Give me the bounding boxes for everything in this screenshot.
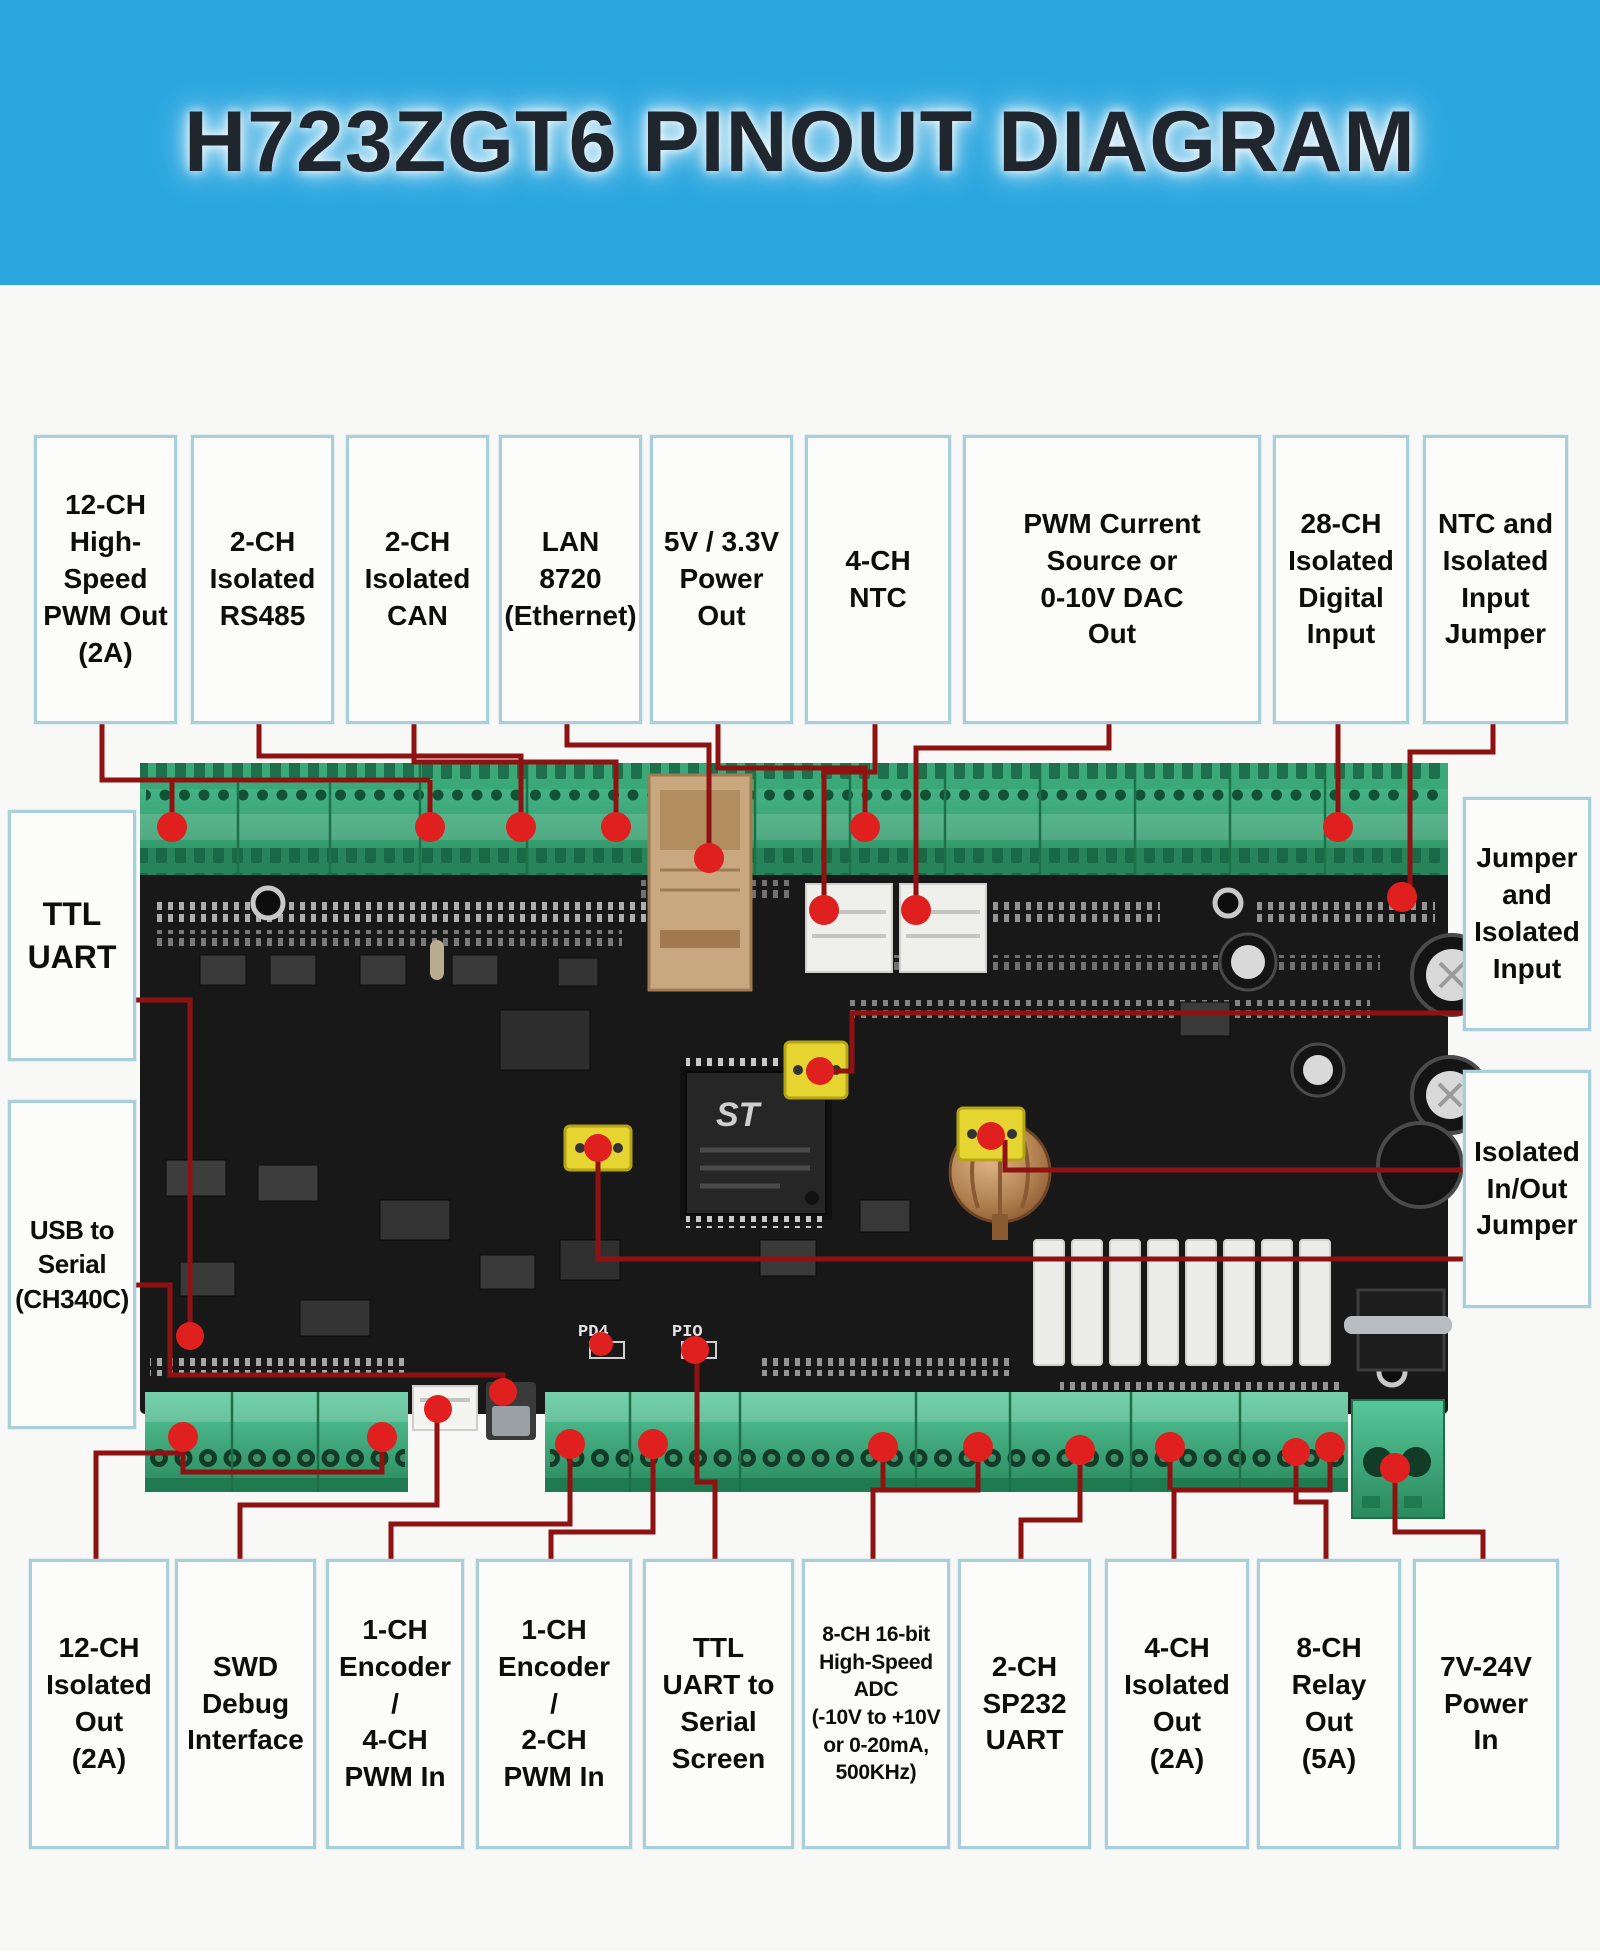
label-power-in: 7V-24V Power In (1413, 1559, 1559, 1849)
coin-battery (948, 1120, 1052, 1240)
silkscreen-labels: PD4 PIO (578, 1323, 717, 1359)
label-ntc-input-jumper: NTC and Isolated Input Jumper (1423, 435, 1568, 724)
label-usb-serial: USB to Serial (CH340C) (8, 1100, 136, 1429)
label-encoder-2pwm: 1-CH Encoder / 2-CH PWM In (476, 1559, 632, 1849)
label-pwm-dac-out: PWM Current Source or 0-10V DAC Out (963, 435, 1261, 724)
page-title: H723ZGT6 PINOUT DIAGRAM (184, 94, 1416, 190)
st-logo: ST (716, 1096, 763, 1134)
capacitors (1218, 932, 1494, 1209)
label-swd-debug: SWD Debug Interface (175, 1559, 316, 1849)
label-power-out: 5V / 3.3V Power Out (650, 435, 793, 724)
connector-lines (93, 718, 1496, 1559)
mini-usb-connector (486, 1382, 536, 1440)
label-4ch-ntc: 4-CH NTC (805, 435, 951, 724)
ethernet-jack (647, 773, 753, 992)
jumper-blocks (563, 1040, 1026, 1172)
page-header: H723ZGT6 PINOUT DIAGRAM (0, 0, 1600, 285)
yellow-jumper-c (563, 1124, 633, 1172)
label-4ch-isolated-out: 4-CH Isolated Out (2A) (1105, 1559, 1249, 1849)
white-connectors-top (805, 883, 987, 973)
silkscreen-pd4: PD4 (578, 1323, 609, 1342)
label-relay-out: 8-CH Relay Out (5A) (1257, 1559, 1401, 1849)
barrel-jack (1344, 1288, 1452, 1372)
label-can: 2-CH Isolated CAN (346, 435, 489, 724)
yellow-jumper-b (956, 1106, 1026, 1162)
label-isolated-io-jumper: Isolated In/Out Jumper (1463, 1070, 1591, 1308)
label-encoder-4pwm: 1-CH Encoder / 4-CH PWM In (326, 1559, 464, 1849)
relay-bank (1033, 1239, 1331, 1366)
top-terminal-strip (140, 763, 1448, 875)
pcb-components (150, 880, 1435, 1396)
label-12ch-pwm-out: 12-CH High- Speed PWM Out (2A) (34, 435, 177, 724)
bottom-terminal-strip (145, 1392, 1445, 1519)
stm32-chip: ST (680, 1058, 832, 1228)
yellow-jumper-a (783, 1040, 849, 1100)
white-connector-bottom (412, 1385, 478, 1431)
connection-dots (157, 812, 1417, 1483)
label-jumper-isolated-input: Jumper and Isolated Input (1463, 797, 1591, 1031)
label-ttl-uart: TTL UART (8, 810, 136, 1061)
power-terminal (1351, 1399, 1445, 1519)
label-12ch-isolated-out: 12-CH Isolated Out (2A) (29, 1559, 169, 1849)
pcb-board (140, 866, 1448, 1414)
label-sp232: 2-CH SP232 UART (958, 1559, 1091, 1849)
label-lan-ethernet: LAN 8720 (Ethernet) (499, 435, 642, 724)
label-uart-screen: TTL UART to Serial Screen (643, 1559, 794, 1849)
label-rs485: 2-CH Isolated RS485 (191, 435, 334, 724)
silkscreen-pio: PIO (672, 1323, 703, 1342)
label-digital-input: 28-CH Isolated Digital Input (1273, 435, 1409, 724)
label-adc: 8-CH 16-bit High-Speed ADC (-10V to +10V… (802, 1559, 950, 1849)
